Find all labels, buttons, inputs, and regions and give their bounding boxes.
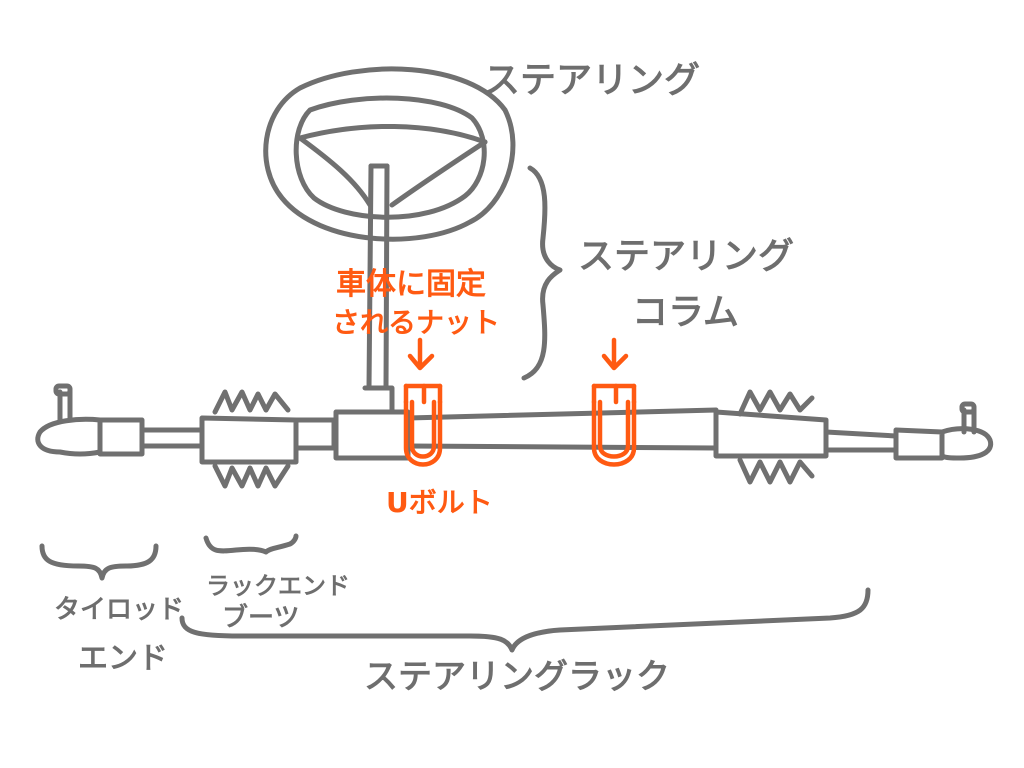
steering-column-shaft [362, 163, 395, 415]
label-nut-line1: 車体に固定 [336, 267, 486, 302]
u-bolt-right [591, 383, 637, 467]
down-arrow-icon [407, 337, 435, 371]
label-tierod-line1: タイロッド [54, 595, 184, 625]
steering-rack [35, 383, 994, 489]
steering-wheel [263, 66, 516, 242]
label-ubolt: Uボルト [386, 486, 493, 519]
label-column-line1: ステアリング [578, 236, 794, 277]
tie-rod-end-right [939, 426, 994, 461]
down-arrow-icon [601, 337, 629, 371]
tie-rod-end-left [35, 416, 103, 457]
label-boot-line1: ラックエンド [206, 572, 350, 600]
rack-end-boot-left [199, 389, 299, 489]
label-rack: ステアリングラック [364, 657, 670, 697]
rack-brace [179, 587, 871, 653]
column-brace [521, 165, 563, 381]
label-boot-line2: ブーツ [222, 602, 299, 633]
boot-brace [203, 533, 299, 555]
label-steering: ステアリング [484, 60, 700, 101]
label-column-line2: コラム [632, 292, 739, 333]
label-tierod-line2: エンド [78, 641, 168, 676]
label-nut-line2: されるナット [332, 306, 500, 339]
rack-end-boot-right [713, 389, 829, 485]
u-bolt-left [403, 383, 443, 467]
tie-rod-end-brace [39, 543, 159, 581]
